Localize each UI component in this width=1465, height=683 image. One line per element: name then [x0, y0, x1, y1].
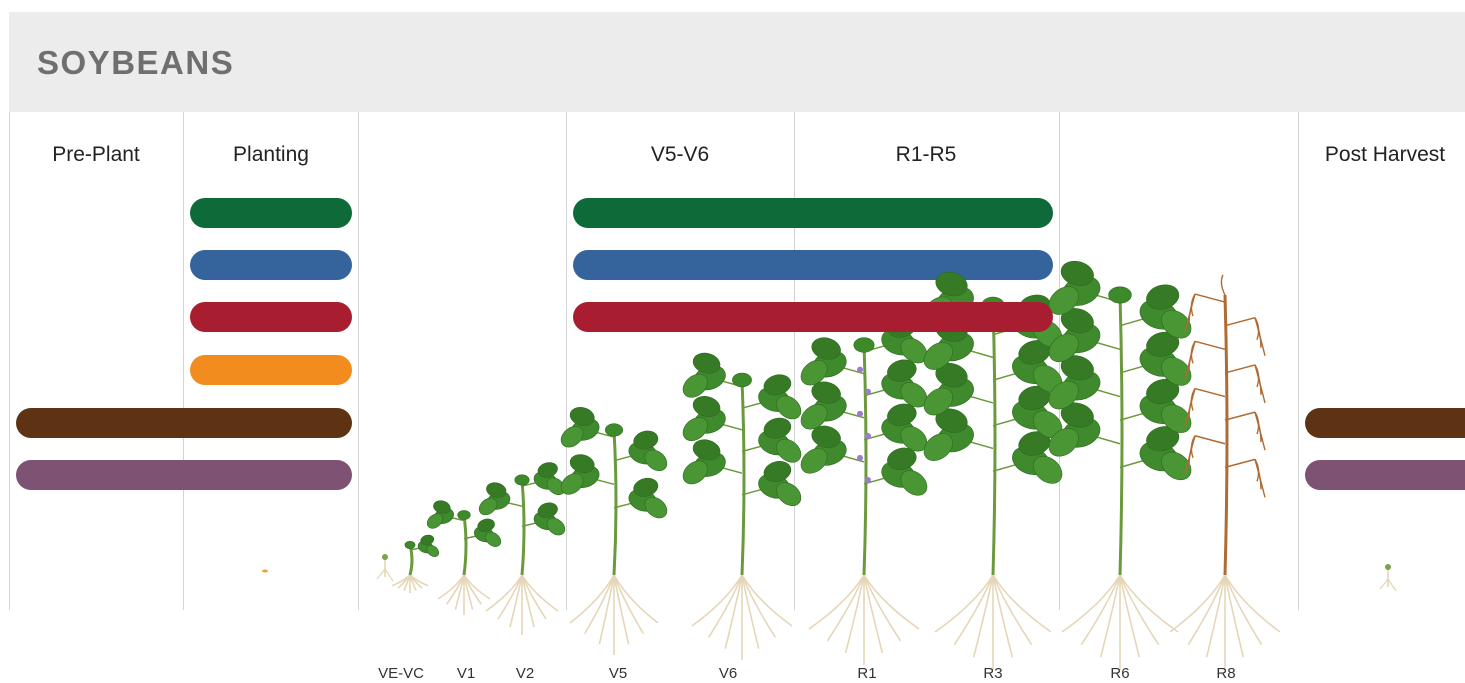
- stage-label-r6: R6: [1110, 665, 1130, 682]
- column-label-post-harvest: Post Harvest: [1324, 143, 1446, 166]
- bar-green-v5-r5: [573, 198, 1053, 228]
- plant-stage-5: [682, 352, 802, 660]
- seedling: [376, 554, 394, 582]
- plant-stage-7: [923, 271, 1063, 670]
- plant-stage-8: [1048, 260, 1192, 670]
- bar-blue-planting: [190, 250, 352, 280]
- column-label-pre-plant: Pre-Plant: [52, 143, 140, 166]
- plant-stage-9: [1169, 274, 1281, 670]
- seed: [262, 569, 268, 573]
- column-divider: [566, 112, 567, 610]
- column-divider: [358, 112, 359, 610]
- column-divider: [183, 112, 184, 610]
- column-label-v5-v6: V5-V6: [650, 143, 710, 166]
- page-title: SOYBEANS: [37, 44, 235, 81]
- stage-label-r8: R8: [1216, 665, 1236, 682]
- column-divider: [1298, 112, 1299, 610]
- stage-label-v1: V1: [456, 665, 476, 682]
- post-harvest-stubble: [1379, 564, 1397, 592]
- bar-red-planting: [190, 302, 352, 332]
- column-label-planting: Planting: [233, 143, 309, 166]
- column-divider: [794, 112, 795, 610]
- header-band: [9, 12, 1465, 112]
- bar-purple-preplant-planting: [16, 460, 352, 490]
- plant-stage-6: [800, 315, 928, 665]
- column-label-r1-r5: R1-R5: [895, 143, 957, 166]
- plant-stage-1: [391, 534, 440, 593]
- column-divider: [9, 112, 10, 610]
- plant-stage-4: [560, 407, 668, 655]
- plant-stage-3: [478, 462, 566, 635]
- stage-label-r1: R1: [857, 665, 877, 682]
- bar-orange-planting: [190, 355, 352, 385]
- bar-brown-preplant-planting: [16, 408, 352, 438]
- bar-red-v5-r5: [573, 302, 1053, 332]
- bar-green-planting: [190, 198, 352, 228]
- stage-label-ve-vc: VE-VC: [378, 665, 424, 682]
- stage-label-v6: V6: [718, 665, 738, 682]
- bar-purple-post-harvest: [1305, 460, 1465, 490]
- bar-brown-post-harvest: [1305, 408, 1465, 438]
- stage-label-v5: V5: [608, 665, 628, 682]
- stage-label-r3: R3: [983, 665, 1003, 682]
- bar-blue-v5-r5: [573, 250, 1053, 280]
- plant-stage-2: [426, 500, 502, 615]
- stage-label-v2: V2: [515, 665, 535, 682]
